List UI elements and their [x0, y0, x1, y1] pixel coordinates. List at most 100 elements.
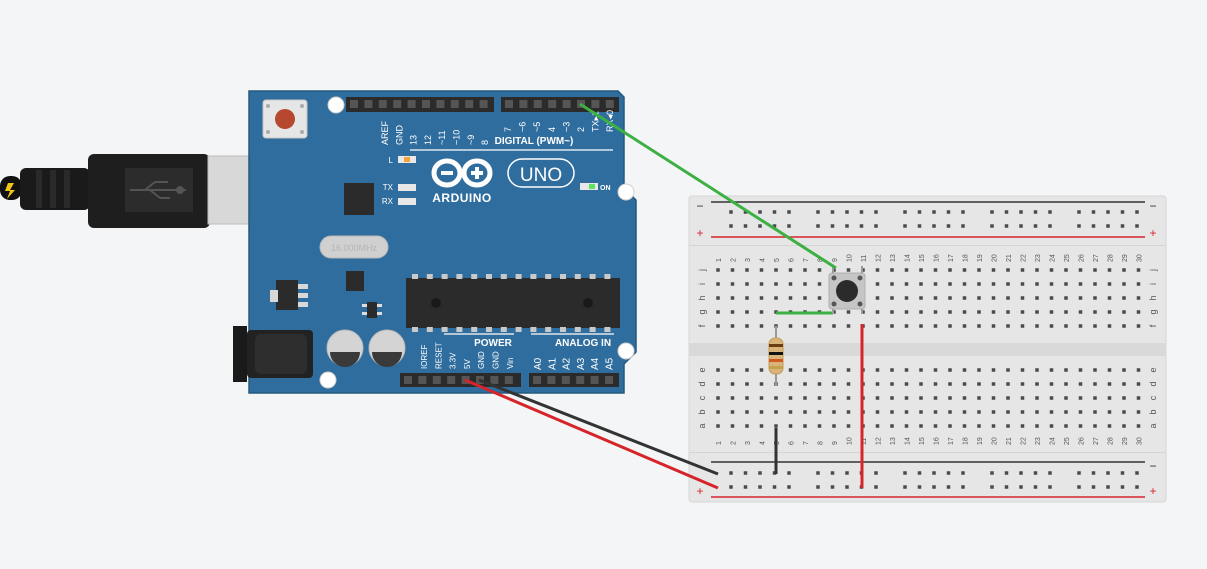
breadboard-hole[interactable] [1048, 485, 1052, 489]
breadboard-hole[interactable] [991, 268, 996, 272]
breadboard-hole[interactable] [1107, 282, 1112, 286]
breadboard-hole[interactable] [816, 471, 820, 475]
breadboard-hole[interactable] [1019, 210, 1023, 214]
header-pin-hole[interactable] [479, 100, 488, 108]
breadboard-hole[interactable] [990, 471, 994, 475]
breadboard-hole[interactable] [961, 210, 965, 214]
breadboard-hole[interactable] [948, 424, 952, 428]
breadboard-hole[interactable] [716, 410, 720, 414]
breadboard-hole[interactable] [1106, 210, 1110, 214]
breadboard-hole[interactable] [875, 368, 880, 372]
breadboard-hole[interactable] [933, 296, 938, 300]
breadboard-hole[interactable] [1035, 296, 1039, 300]
breadboard-hole[interactable] [716, 424, 720, 428]
breadboard-hole[interactable] [933, 324, 938, 328]
breadboard-hole[interactable] [846, 268, 851, 272]
breadboard-hole[interactable] [890, 396, 894, 400]
breadboard-hole[interactable] [919, 282, 923, 286]
breadboard-hole[interactable] [787, 471, 791, 475]
header-pin-hole[interactable] [350, 100, 358, 108]
breadboard-hole[interactable] [1064, 310, 1068, 314]
breadboard-hole[interactable] [830, 210, 835, 214]
breadboard-hole[interactable] [932, 471, 936, 475]
breadboard-hole[interactable] [1049, 424, 1054, 428]
breadboard-hole[interactable] [1091, 485, 1096, 489]
breadboard-hole[interactable] [1106, 224, 1110, 228]
breadboard-hole[interactable] [875, 282, 880, 286]
breadboard-hole[interactable] [917, 224, 922, 228]
breadboard-hole[interactable] [991, 282, 996, 286]
breadboard-hole[interactable] [991, 382, 996, 386]
breadboard-hole[interactable] [845, 471, 849, 475]
breadboard-hole[interactable] [933, 310, 938, 314]
breadboard-hole[interactable] [1077, 224, 1081, 228]
breadboard-hole[interactable] [1122, 382, 1126, 386]
breadboard-hole[interactable] [1077, 210, 1081, 214]
breadboard-hole[interactable] [830, 485, 835, 489]
breadboard-hole[interactable] [917, 471, 922, 475]
breadboard-hole[interactable] [803, 268, 807, 272]
header-pin-hole[interactable] [407, 100, 416, 108]
breadboard-hole[interactable] [1033, 210, 1038, 214]
breadboard-hole[interactable] [948, 396, 952, 400]
breadboard-hole[interactable] [1078, 324, 1083, 328]
breadboard-hole[interactable] [743, 471, 748, 475]
header-pin-hole[interactable] [490, 376, 499, 384]
header-pin-hole[interactable] [547, 376, 556, 384]
breadboard-hole[interactable] [932, 210, 936, 214]
breadboard-hole[interactable] [788, 282, 793, 286]
breadboard-hole[interactable] [904, 396, 909, 400]
breadboard-hole[interactable] [745, 368, 749, 372]
breadboard-hole[interactable] [1006, 310, 1010, 314]
breadboard-hole[interactable] [1078, 382, 1083, 386]
breadboard-hole[interactable] [788, 268, 793, 272]
breadboard-hole[interactable] [1004, 210, 1009, 214]
breadboard-hole[interactable] [758, 471, 762, 475]
wire-gnd-to-minus-rail[interactable] [478, 378, 719, 476]
breadboard-hole[interactable] [830, 224, 835, 228]
breadboard-hole[interactable] [803, 296, 807, 300]
breadboard-hole[interactable] [817, 368, 822, 372]
breadboard-hole[interactable] [904, 424, 909, 428]
breadboard-hole[interactable] [1107, 396, 1112, 400]
breadboard-hole[interactable] [875, 310, 880, 314]
breadboard-hole[interactable] [1136, 282, 1141, 286]
breadboard-hole[interactable] [1064, 296, 1068, 300]
breadboard-hole[interactable] [730, 296, 735, 300]
breadboard-hole[interactable] [1107, 296, 1112, 300]
breadboard-hole[interactable] [788, 396, 793, 400]
breadboard-hole[interactable] [1033, 485, 1038, 489]
breadboard-hole[interactable] [745, 282, 749, 286]
breadboard-hole[interactable] [1033, 471, 1038, 475]
breadboard-hole[interactable] [919, 396, 923, 400]
header-pin-hole[interactable] [591, 100, 600, 108]
breadboard-hole[interactable] [716, 282, 720, 286]
breadboard-hole[interactable] [1107, 368, 1112, 372]
breadboard-hole[interactable] [830, 471, 835, 475]
breadboard-hole[interactable] [846, 324, 851, 328]
breadboard-hole[interactable] [729, 224, 733, 228]
breadboard-hole[interactable] [917, 485, 922, 489]
breadboard-hole[interactable] [759, 424, 764, 428]
breadboard-hole[interactable] [745, 310, 749, 314]
breadboard-hole[interactable] [846, 382, 851, 386]
breadboard-hole[interactable] [1136, 410, 1141, 414]
header-pin-hole[interactable] [533, 100, 542, 108]
breadboard-hole[interactable] [977, 410, 981, 414]
breadboard-hole[interactable] [1077, 471, 1081, 475]
breadboard-hole[interactable] [904, 310, 909, 314]
breadboard-hole[interactable] [1136, 368, 1141, 372]
breadboard-hole[interactable] [1093, 382, 1097, 386]
breadboard-hole[interactable] [1091, 210, 1096, 214]
breadboard-hole[interactable] [890, 310, 894, 314]
breadboard-hole[interactable] [716, 268, 720, 272]
breadboard-hole[interactable] [1093, 310, 1097, 314]
breadboard-hole[interactable] [759, 310, 764, 314]
breadboard-hole[interactable] [962, 310, 967, 314]
header-pin-hole[interactable] [422, 100, 430, 108]
breadboard-hole[interactable] [1107, 410, 1112, 414]
breadboard-hole[interactable] [962, 268, 967, 272]
breadboard-hole[interactable] [991, 424, 996, 428]
breadboard-hole[interactable] [716, 310, 720, 314]
